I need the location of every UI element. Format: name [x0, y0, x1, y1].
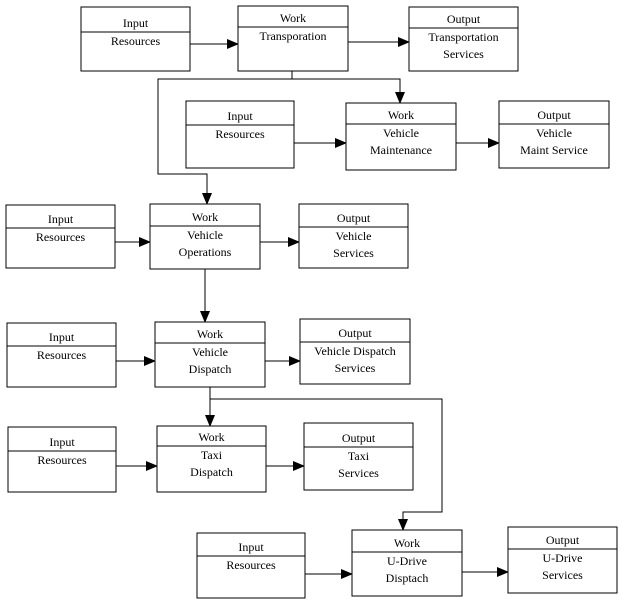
output-header-label: Output — [337, 211, 371, 225]
output-body-line: Vehicle Dispatch — [314, 344, 396, 358]
work-body-line: Operations — [179, 245, 232, 259]
output-body-line: Services — [443, 47, 484, 61]
work-box-frame — [351, 529, 463, 597]
output-box-frame — [298, 203, 409, 269]
input-body-line: Resources — [215, 127, 265, 141]
work-header-label: Work — [280, 11, 306, 25]
work-body-line: Disptach — [386, 571, 429, 585]
work-header-label: Work — [197, 327, 223, 341]
output-box-frame — [507, 526, 618, 594]
output-body-line: Services — [542, 568, 583, 582]
work-header-label: Work — [192, 210, 218, 224]
input-header-label: Input — [49, 435, 75, 449]
input-header-label: Input — [49, 330, 75, 344]
input-body-line: Resources — [226, 558, 276, 572]
output-body-line: Services — [335, 361, 376, 375]
output-header-label: Output — [342, 431, 376, 445]
output-box-frame — [408, 6, 519, 72]
work-body-line: Taxi — [201, 448, 223, 462]
output-body-line: Taxi — [348, 449, 370, 463]
work-box-frame — [154, 321, 266, 388]
input-box-frame — [80, 6, 191, 72]
output-box-frame — [303, 422, 414, 491]
work-header-label: Work — [394, 536, 420, 550]
work-body-line: Vehicle — [187, 228, 223, 242]
output-header-label: Output — [338, 326, 372, 340]
output-body-line: Maint Service — [520, 143, 588, 157]
work-box-frame — [237, 5, 349, 72]
edge-work-transport-to-work-ops — [157, 71, 293, 205]
input-header-label: Input — [123, 16, 149, 30]
input-header-label: Input — [238, 540, 264, 554]
input-body-line: Resources — [36, 230, 86, 244]
output-box-frame — [299, 318, 411, 385]
input-box-frame — [6, 322, 117, 388]
edges-layer — [115, 37, 509, 579]
input-box-frame — [196, 532, 306, 599]
output-body-line: Transportation — [428, 30, 498, 44]
work-body-line: Dispatch — [190, 465, 233, 479]
work-body-line: Dispatch — [189, 362, 232, 376]
work-body-line: Transporation — [260, 29, 327, 43]
input-header-label: Input — [227, 109, 253, 123]
input-box-frame — [7, 426, 117, 493]
output-header-label: Output — [537, 108, 571, 122]
work-header-label: Work — [388, 108, 414, 122]
output-body-line: Services — [338, 466, 379, 480]
output-header-label: Output — [546, 533, 580, 547]
input-header-label: Input — [48, 212, 74, 226]
input-body-line: Resources — [37, 453, 87, 467]
work-body-line: Maintenance — [370, 143, 432, 157]
nodes-layer: InputResourcesWorkTransporationOutputTra… — [5, 5, 618, 599]
output-header-label: Output — [447, 12, 481, 26]
work-box-frame — [156, 425, 267, 493]
input-body-line: Resources — [111, 34, 161, 48]
work-body-line: Vehicle — [383, 126, 419, 140]
input-box-frame — [5, 204, 116, 269]
work-body-line: Vehicle — [192, 345, 228, 359]
work-body-line: U-Drive — [387, 554, 427, 568]
edge-work-transport-to-work-maint — [291, 71, 405, 104]
output-body-line: U-Drive — [543, 551, 583, 565]
work-box-frame — [345, 102, 457, 171]
edge-work-dispatch-to-work-udrive — [209, 387, 443, 531]
input-box-frame — [185, 100, 295, 169]
output-body-line: Vehicle — [536, 126, 572, 140]
work-header-label: Work — [198, 430, 224, 444]
output-body-line: Vehicle — [336, 229, 372, 243]
output-body-line: Services — [333, 246, 374, 260]
input-body-line: Resources — [37, 348, 87, 362]
output-box-frame — [498, 100, 610, 169]
work-box-frame — [149, 203, 261, 270]
